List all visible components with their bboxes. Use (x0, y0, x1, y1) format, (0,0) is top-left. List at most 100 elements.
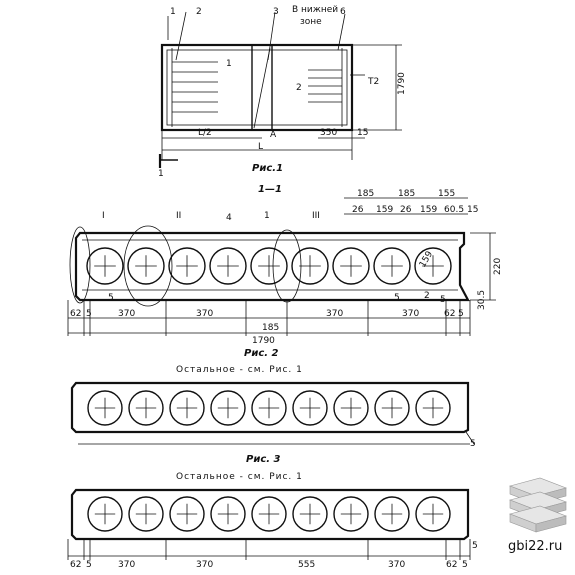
plan-section-a: A (270, 130, 277, 140)
fig3-dim-370b: 370 (196, 560, 213, 570)
bot-dim-370b: 370 (196, 309, 213, 319)
bot-dim-62b: 62 (444, 309, 455, 319)
fig2-void (210, 390, 246, 426)
callout-5b: 5 (394, 293, 400, 303)
plan-right-mesh (308, 69, 342, 103)
callout-5c: 5 (440, 295, 446, 305)
bot-dim-62: 62 (70, 309, 81, 319)
fig3-dim-62b: 62 (446, 560, 457, 570)
section-void (291, 247, 329, 285)
section-1-1: 1—1 I II 4 1 III 5 5 2 5 159 185 185 15 5… (67, 184, 503, 346)
plan-mark-6: 6 (340, 7, 346, 17)
bot-dim-5b: 5 (458, 309, 464, 319)
plan-mark-3: 3 (273, 7, 279, 17)
section-void (168, 247, 206, 285)
section-void (332, 247, 370, 285)
fig3-void (169, 496, 205, 532)
bot-dim-370d: 370 (402, 309, 419, 319)
plan-dim-width: 1790 (397, 72, 407, 95)
fig3-dim-370c: 370 (388, 560, 405, 570)
fig3-dim-ticks (67, 539, 471, 560)
section-void (250, 247, 288, 285)
plan-inner-1: 1 (226, 59, 232, 69)
fig3: Рис. 3 Остальное - см. Рис. 1 5 62 5 370… (67, 454, 478, 570)
watermark-site: gbi22.ru (508, 539, 562, 554)
plan-mark-1: 1 (170, 7, 176, 17)
detail-II (123, 225, 173, 307)
fig2-void (333, 390, 369, 426)
fig3-dim-5: 5 (86, 560, 92, 570)
callout-III: III (312, 211, 320, 221)
fig3-void (128, 496, 164, 532)
fig3-void (374, 496, 410, 532)
plan-dim-L: L (258, 142, 263, 152)
callout-5a: 5 (108, 293, 114, 303)
bot-dim-185: 185 (262, 323, 279, 333)
fig3-mark-5: 5 (472, 541, 478, 551)
fig3-caption: Рис. 3 (246, 454, 281, 465)
top-dim-1: 185 (357, 189, 374, 199)
plan-mark-2: 2 (196, 7, 202, 17)
section-void (373, 247, 411, 285)
fig2-void (374, 390, 410, 426)
fig2-void (415, 390, 451, 426)
section-total: 1790 (252, 336, 275, 346)
section-title: 1—1 (258, 184, 282, 195)
sub-dim-4: 159 (420, 205, 437, 215)
plan-left-mesh (172, 61, 218, 113)
fig2-outline (70, 381, 470, 434)
plan-dim-half: L/2 (198, 128, 212, 138)
section-dim-ticks (67, 300, 471, 336)
fig3-dim-555: 555 (298, 560, 315, 570)
callout-I: I (102, 211, 105, 221)
cut-marker-1: 1 (158, 169, 164, 179)
section-void (127, 247, 165, 285)
fig2-void (87, 390, 123, 426)
fig2-void (128, 390, 164, 426)
fig2-note: Остальное - см. Рис. 1 (176, 365, 303, 375)
plan-dim-15: 15 (357, 128, 368, 138)
fig2-void (292, 390, 328, 426)
fig3-dim-62: 62 (70, 560, 81, 570)
sub-dim-3: 26 (400, 205, 412, 215)
section-30-5: 30.5 (477, 290, 487, 310)
fig3-note: Остальное - см. Рис. 1 (176, 472, 303, 482)
plan-inner-2: 2 (296, 83, 302, 93)
fig3-void (210, 496, 246, 532)
fig3-dim-370a: 370 (118, 560, 135, 570)
callout-4: 4 (226, 213, 232, 223)
section-void (86, 247, 124, 285)
sub-dim-5: 60.5 (444, 205, 464, 215)
callout-2: 2 (424, 291, 430, 301)
fig2: Рис. 2 Остальное - см. Рис. 1 5 (70, 348, 476, 449)
fig3-void (87, 496, 123, 532)
zone-line-1: В нижней (292, 5, 338, 15)
fig2-voids (87, 390, 451, 426)
section-void (209, 247, 247, 285)
fig2-void (251, 390, 287, 426)
callout-II: II (176, 211, 181, 221)
fig2-caption: Рис. 2 (244, 348, 279, 359)
fig3-void (251, 496, 287, 532)
section-outline (74, 231, 470, 302)
plan-dim-350: 350 (320, 128, 337, 138)
detail-I (69, 226, 91, 304)
plan-view: 1 2 3 В нижней зоне 6 1 2 Т2 1790 L/2 A … (158, 5, 407, 179)
plan-t2: Т2 (367, 77, 379, 87)
bot-dim-370a: 370 (118, 309, 135, 319)
fig3-outline (70, 488, 470, 541)
bot-dim-5: 5 (86, 309, 92, 319)
section-voids (86, 247, 452, 285)
callout-1: 1 (264, 211, 270, 221)
section-height: 220 (493, 258, 503, 275)
bot-dim-370c: 370 (326, 309, 343, 319)
sub-dim-6: 15 (467, 205, 478, 215)
plan-inner-outline (166, 49, 348, 126)
top-dim-2: 185 (398, 189, 415, 199)
zone-line-2: зоне (300, 17, 322, 27)
fig3-voids (87, 496, 451, 532)
fig2-mark-5: 5 (470, 439, 476, 449)
fig3-void (415, 496, 451, 532)
sub-dim-1: 26 (352, 205, 364, 215)
